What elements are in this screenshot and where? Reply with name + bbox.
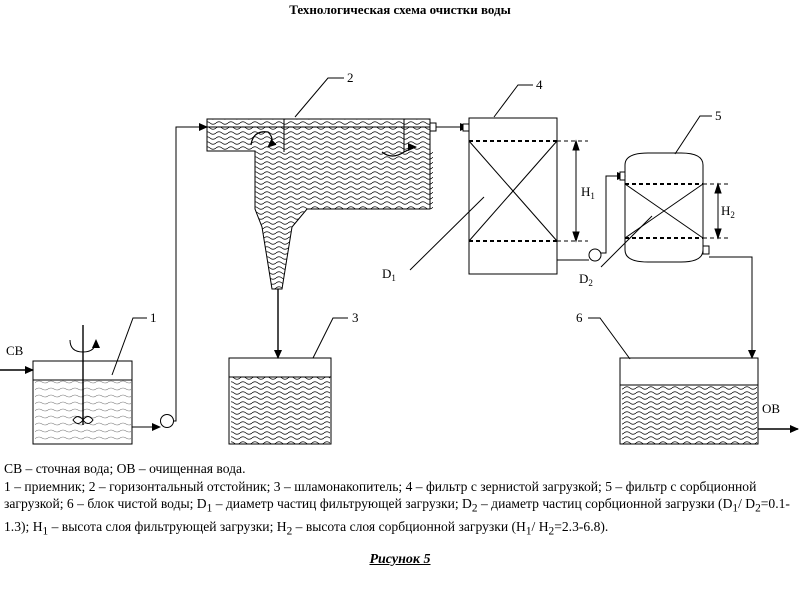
pipe-5-to-6 — [709, 256, 756, 359]
legend-line-abbreviations: СВ – сточная вода; ОВ – очищенная вода. — [4, 461, 246, 476]
leader-5 — [674, 115, 712, 155]
inlet-label: СВ — [6, 343, 24, 358]
unit-number-3: 3 — [352, 310, 359, 325]
legend-line-units: 1 – приемник; 2 – горизонтальный отстойн… — [4, 478, 790, 538]
leader-1 — [111, 317, 147, 376]
figure-caption: Рисунок 5 — [369, 552, 431, 567]
unit-2-settler — [206, 118, 437, 290]
unit-number-2: 2 — [347, 70, 354, 85]
pipe-pump-to-settler — [173, 123, 208, 422]
leader-2 — [294, 77, 344, 118]
h1-label: H1 — [581, 184, 595, 201]
leader-4 — [493, 84, 533, 118]
leader-6 — [588, 317, 631, 360]
d2-label: D2 — [579, 271, 593, 288]
unit-number-4: 4 — [536, 77, 543, 92]
leader-3 — [312, 317, 348, 359]
unit-6-clean-water-block — [619, 357, 759, 445]
unit-5-sorption-filter — [619, 152, 710, 263]
outlet-label: ОВ — [762, 401, 780, 416]
unit-number-6: 6 — [576, 310, 583, 325]
legend: СВ – сточная вода; ОВ – очищенная вода. … — [4, 460, 796, 541]
unit-1-receiver — [32, 325, 133, 445]
pump-1 — [160, 414, 174, 428]
diagram-title: Технологическая схема очистки воды — [289, 2, 511, 17]
unit-number-5: 5 — [715, 108, 722, 123]
pipe-pump2-to-filter5 — [601, 172, 626, 254]
unit-3-sludge-collector — [228, 357, 332, 445]
stirrer-icon — [69, 325, 100, 425]
h1-dimension — [557, 139, 588, 243]
d1-label: D1 — [382, 266, 396, 283]
d1-leader — [409, 196, 485, 271]
d2-leader — [600, 215, 653, 268]
h2-label: H2 — [721, 203, 735, 220]
unit-4-granular-filter — [462, 117, 558, 275]
pump-2 — [588, 248, 602, 262]
h2-dimension — [703, 182, 728, 240]
unit-number-1: 1 — [150, 310, 157, 325]
